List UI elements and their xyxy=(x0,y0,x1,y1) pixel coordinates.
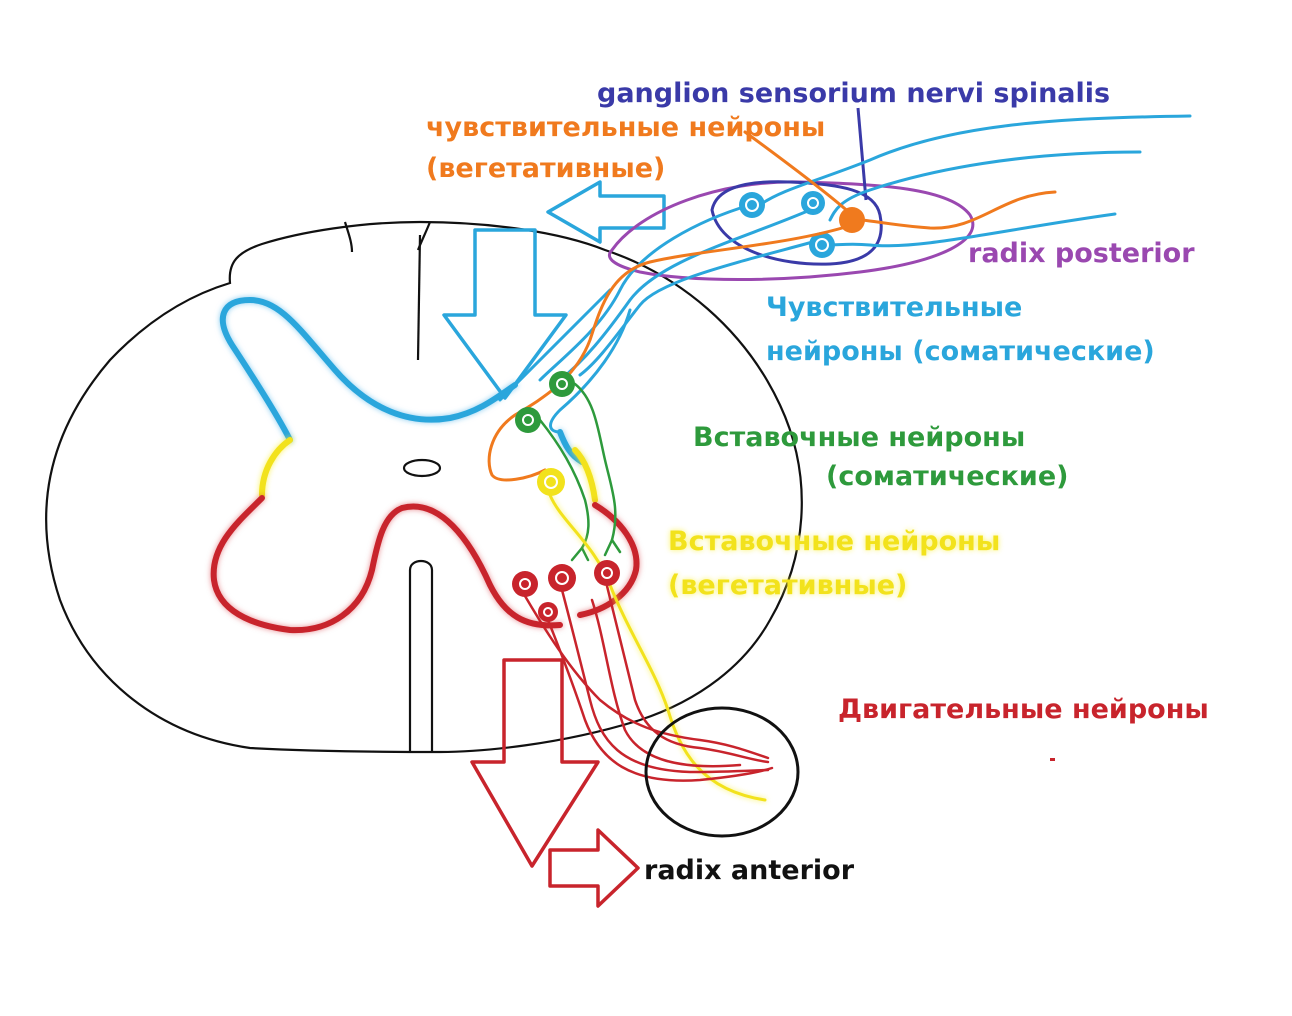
ganglion-cell-nuclei xyxy=(745,197,829,252)
ganglion-label: ganglion sensorium nervi spinalis xyxy=(597,78,1110,109)
interneuron-vegetative-cell xyxy=(537,468,565,496)
afferent-down-arrow xyxy=(442,228,568,400)
motor-neuron-cells xyxy=(512,560,620,622)
sensory-vegetative-fibers xyxy=(487,130,1057,482)
efferent-right-arrow xyxy=(548,828,640,908)
motor-neuron-nuclei xyxy=(519,567,613,617)
motor-neuron-label: Двигательные нейроны xyxy=(838,694,1209,725)
efferent-down-arrow xyxy=(470,658,600,868)
motor-axons xyxy=(523,584,774,782)
interneuron-vegetative-fiber xyxy=(548,493,767,802)
sensory-somatic-label-line2: нейроны (соматические) xyxy=(766,336,1155,367)
radix-posterior-label: radix posterior xyxy=(968,238,1195,269)
interneuron-vegetative-label-line2: (вегетативные) xyxy=(668,570,907,601)
interneuron-vegetative-nucleus xyxy=(544,475,558,489)
interneuron-vegetative-label-line1: Вставочные нейроны xyxy=(668,526,1000,557)
sensory-somatic-label-line1: Чувствительные xyxy=(766,292,1022,323)
dorsal-horn-outline xyxy=(219,296,585,465)
afferent-left-arrow xyxy=(546,180,666,244)
ventral-horn-outline xyxy=(210,495,640,634)
stray-mark xyxy=(1050,758,1055,761)
sensory-vegetative-label-line2: (вегетативные) xyxy=(426,153,665,184)
interneuron-somatic-fibers xyxy=(538,382,622,562)
lateral-horn-yellow xyxy=(259,437,598,503)
ganglion-outline xyxy=(710,107,883,266)
sensory-vegetative-cell xyxy=(839,207,865,233)
radix-anterior-outline xyxy=(644,706,800,838)
interneuron-somatic-label-line1: Вставочные нейроны xyxy=(693,422,1025,453)
spinal-cord-outline xyxy=(45,220,803,754)
sensory-somatic-fibers xyxy=(498,114,1192,434)
interneuron-somatic-nuclei xyxy=(522,378,568,426)
sensory-vegetative-label-line1: чувствительные нейроны xyxy=(426,112,825,143)
radix-anterior-label: radix anterior xyxy=(644,855,855,886)
interneuron-somatic-label-line2: (соматические) xyxy=(826,461,1069,492)
interneuron-somatic-cells xyxy=(515,371,575,433)
ganglion-sensory-cells xyxy=(739,191,835,258)
